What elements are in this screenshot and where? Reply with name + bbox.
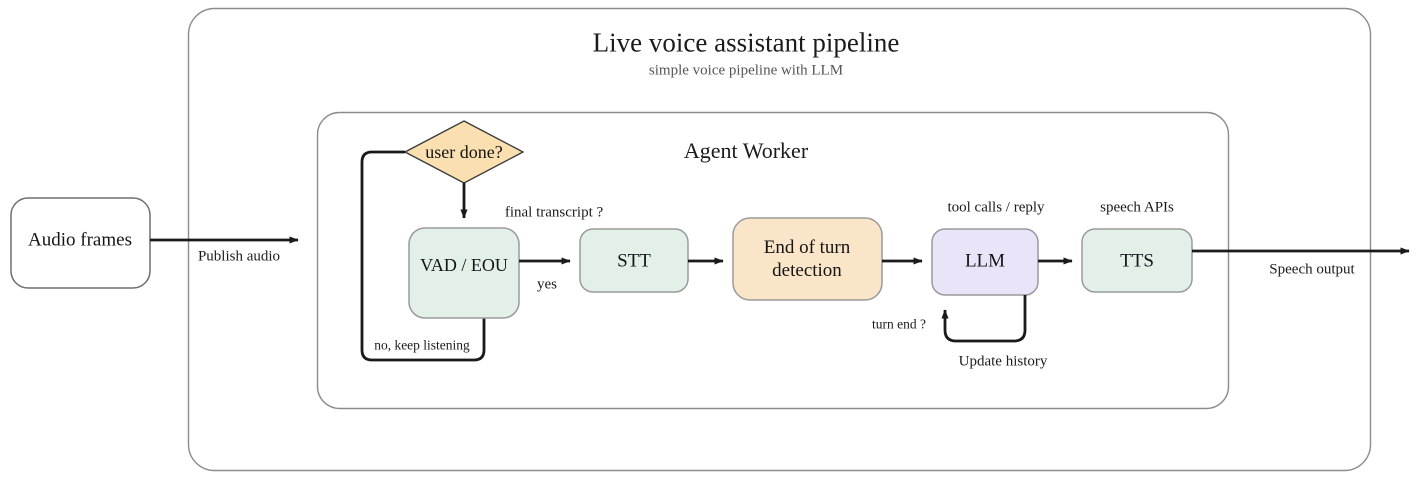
edge-label-yes: yes [537, 276, 557, 293]
node-audio-frames[interactable] [10, 197, 151, 289]
edge-no-keep-listening [360, 150, 488, 362]
node-tts[interactable] [1081, 228, 1193, 293]
node-label-end-of-turn-detection: End of turn detection [732, 236, 882, 282]
end-of-turn-line-2: detection [772, 260, 842, 281]
edge-label-tool-calls-reply: tool calls / reply [947, 199, 1045, 216]
node-label-audio-frames: Audio frames [28, 229, 132, 251]
edge-label-speech-output: Speech output [1269, 261, 1355, 278]
edge-label-speech-apis: speech APIs [1100, 199, 1174, 216]
node-end-of-turn-detection[interactable] [732, 217, 883, 301]
page-subtitle: simple voice pipeline with LLM [648, 62, 844, 79]
edge-label-update-history: Update history [958, 353, 1048, 370]
node-vad-eou[interactable] [408, 227, 520, 319]
edge-label-publish-audio: Publish audio [197, 248, 281, 265]
edge-label-no-keep-listening: no, keep listening [374, 337, 470, 353]
node-label-user-done: user done? [425, 142, 503, 162]
end-of-turn-line-1: End of turn [763, 236, 851, 258]
node-label-vad-eou: VAD / EOU [420, 255, 508, 275]
node-label-stt: STT [617, 250, 651, 272]
node-label-llm: LLM [964, 250, 1006, 272]
node-label-tts: TTS [1120, 250, 1154, 272]
edge-label-final-transcript: final transcript ? [504, 204, 604, 221]
edge-label-turn-end: turn end ? [872, 316, 926, 332]
agent-worker-container [316, 111, 1230, 410]
page-title: Live voice assistant pipeline [592, 27, 900, 58]
edge-llm-self-loop [941, 295, 1027, 343]
agent-worker-label: Agent Worker [683, 138, 809, 163]
